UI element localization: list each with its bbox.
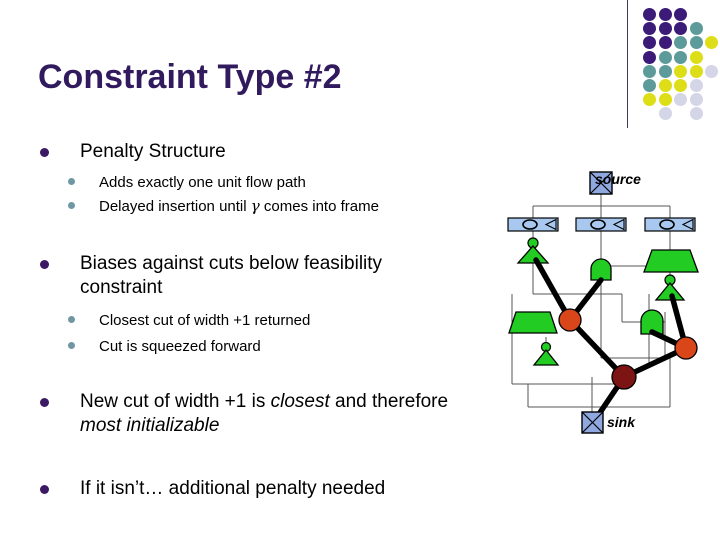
bullet-cut-squeezed-forward: Cut is squeezed forward — [68, 336, 488, 357]
decor-dot — [674, 64, 687, 78]
decor-dot — [658, 64, 672, 78]
bullet-penalty-structure: Penalty Structure — [40, 140, 480, 164]
decor-dot — [689, 22, 703, 36]
sub-bullet-marker-icon — [68, 342, 75, 349]
bullet-marker-icon — [40, 148, 49, 157]
junction-darkred — [611, 364, 637, 390]
sink-label: sink — [607, 414, 636, 430]
node-bell-1 — [590, 258, 612, 281]
delayed-pre: Delayed insertion until — [99, 198, 251, 215]
junction-orange-2 — [674, 336, 698, 360]
newcut-emphasis-closest: closest — [270, 391, 330, 412]
decor-dot — [658, 50, 672, 64]
bullet-text: Delayed insertion until γ comes into fra… — [99, 196, 379, 217]
node-source — [589, 171, 613, 195]
decor-dot — [658, 36, 672, 50]
decorative-dot-grid — [643, 8, 719, 121]
junction-orange-1 — [558, 308, 582, 332]
delayed-post: comes into frame — [259, 198, 379, 215]
bullet-marker-icon — [40, 260, 49, 269]
decor-dot — [674, 36, 687, 50]
flow-path-edges — [533, 257, 689, 417]
bullet-text: If it isn’t… additional penalty needed — [80, 478, 386, 499]
bullet-marker-icon — [40, 485, 49, 494]
decor-dot — [689, 93, 703, 107]
newcut-emphasis-initializable: most initializable — [80, 415, 220, 436]
bullet-text: Adds exactly one unit flow path — [99, 174, 306, 191]
decor-dot — [658, 79, 672, 92]
decor-dot — [689, 36, 703, 50]
decor-dot — [689, 107, 703, 121]
decor-dot — [643, 64, 656, 78]
decor-dot — [674, 93, 687, 107]
node-trapezoid-2 — [508, 311, 558, 334]
decor-dot — [674, 79, 687, 92]
decor-dot — [689, 64, 703, 78]
decor-dot — [658, 22, 672, 36]
bullet-adds-flow-path: Adds exactly one unit flow path — [68, 172, 498, 193]
decor-dot — [689, 50, 703, 64]
bullet-text: Cut is squeezed forward — [99, 338, 261, 355]
decor-dot — [705, 64, 718, 78]
decor-dot — [643, 50, 656, 64]
node-gate-2 — [575, 217, 627, 232]
source-label: source — [595, 171, 641, 187]
decor-dot — [643, 22, 656, 36]
bullet-closest-cut: Closest cut of width +1 returned — [68, 310, 488, 331]
bullet-new-cut-closest: New cut of width +1 is closest and there… — [40, 390, 460, 438]
sub-bullet-marker-icon — [68, 202, 75, 209]
bullet-biases-against-cuts: Biases against cuts below feasibility co… — [40, 252, 440, 300]
header-divider-rule — [627, 0, 628, 128]
node-sink — [581, 411, 604, 434]
node-trapezoid-1 — [643, 249, 699, 273]
bullet-delayed-insertion: Delayed insertion until γ comes into fra… — [68, 196, 498, 217]
sub-bullet-marker-icon — [68, 178, 75, 185]
decor-dot — [643, 8, 656, 21]
bullet-additional-penalty: If it isn’t… additional penalty needed — [40, 477, 500, 501]
flow-network-svg — [507, 171, 699, 434]
decor-dot — [643, 79, 656, 92]
decor-dot — [658, 107, 672, 121]
decor-dot — [705, 36, 718, 50]
bullet-text: Biases against cuts below feasibility co… — [80, 253, 383, 298]
newcut-mid: and therefore — [329, 391, 449, 412]
node-bell-2 — [640, 309, 664, 335]
newcut-pre: New cut of width +1 is — [80, 391, 271, 412]
bullet-text: New cut of width +1 is closest and there… — [80, 390, 460, 438]
node-gate-3 — [644, 217, 696, 232]
decor-dot — [674, 8, 687, 21]
decor-dot — [674, 22, 687, 36]
decor-dot — [658, 8, 672, 21]
sub-bullet-marker-icon — [68, 316, 75, 323]
node-triangle-pin-1 — [516, 237, 550, 264]
page-title: Constraint Type #2 — [38, 58, 342, 96]
decor-dot — [658, 93, 672, 107]
gamma-symbol: γ — [250, 197, 260, 215]
decor-dot — [643, 36, 656, 50]
flow-network-diagram: source sink — [500, 162, 720, 440]
bullet-marker-icon — [40, 398, 49, 407]
node-gate-1 — [507, 217, 559, 232]
bullet-text: Penalty Structure — [80, 141, 226, 162]
decor-dot — [689, 79, 703, 92]
node-triangle-pin-3 — [532, 341, 560, 366]
decor-dot — [643, 93, 656, 107]
decor-dot — [674, 50, 687, 64]
bullet-text: Closest cut of width +1 returned — [99, 312, 311, 329]
node-triangle-pin-2 — [654, 274, 686, 301]
